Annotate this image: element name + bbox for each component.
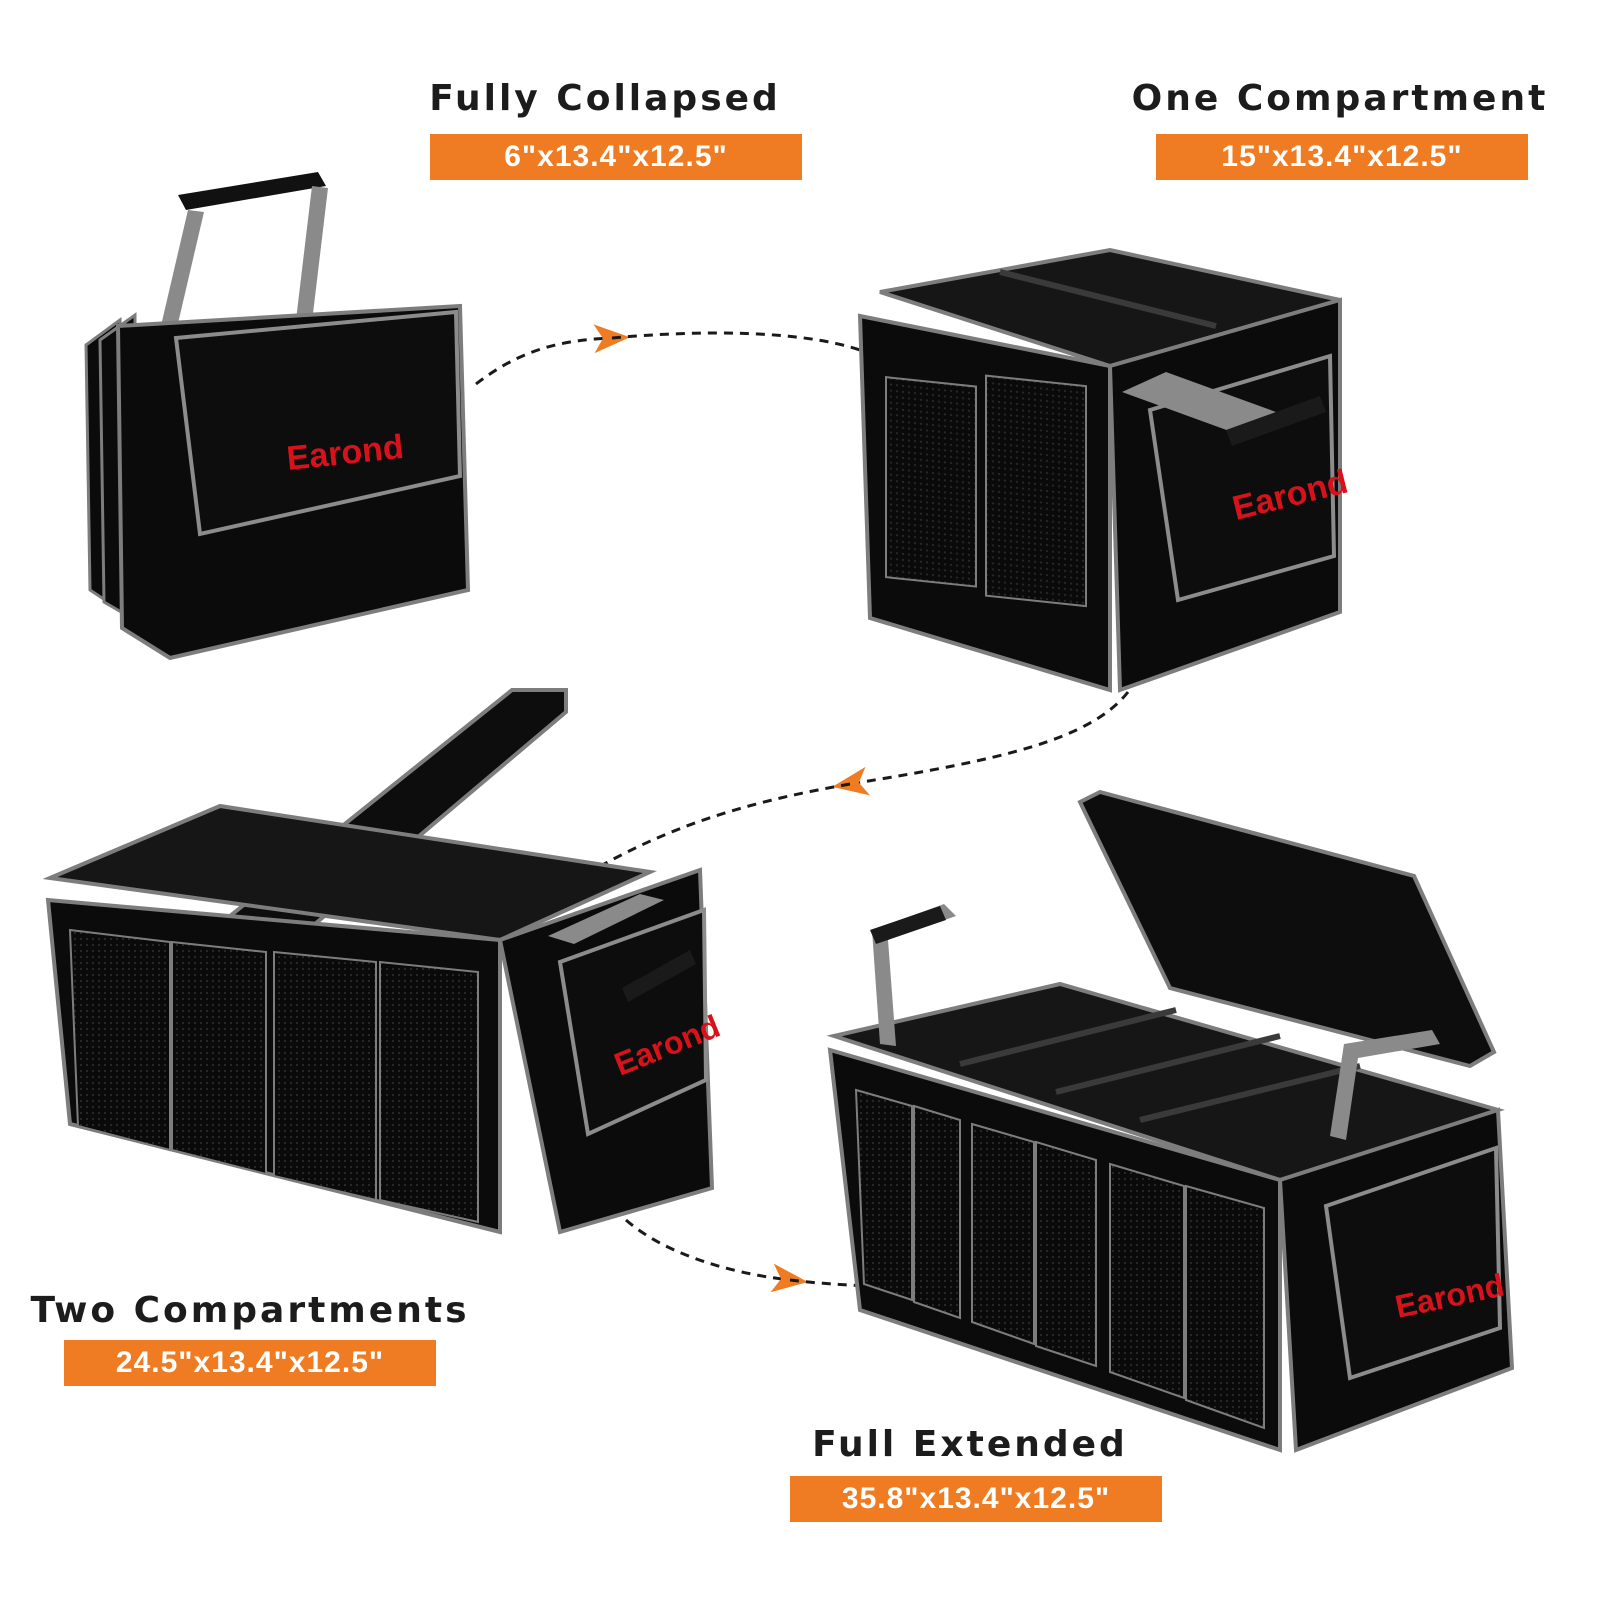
organizer-one-compartment: Earond (857, 247, 1352, 693)
dashed-arrow-icon (589, 691, 1130, 874)
mode-title-full-extended: Full Extended (812, 1424, 1128, 1465)
dimension-badge-two-compartments: 24.5"x13.4"x12.5" (64, 1340, 436, 1386)
dashed-arrow-icon (475, 324, 861, 386)
organizer-full-extended: Earond (826, 789, 1515, 1453)
dimension-badge-fully-collapsed: 6"x13.4"x12.5" (430, 134, 802, 180)
dashed-arrow-icon (625, 1218, 949, 1293)
dimension-badge-one-compartment: 15"x13.4"x12.5" (1156, 134, 1528, 180)
mode-title-one-compartment: One Compartment (1131, 78, 1549, 119)
mode-title-fully-collapsed: Fully Collapsed (429, 78, 781, 119)
organizer-two-compartments: Earond (42, 688, 725, 1235)
mode-title-two-compartments: Two Compartments (30, 1290, 470, 1331)
dimension-badge-full-extended: 35.8"x13.4"x12.5" (790, 1476, 1162, 1522)
organizer-fully-collapsed: Earond (84, 172, 471, 661)
